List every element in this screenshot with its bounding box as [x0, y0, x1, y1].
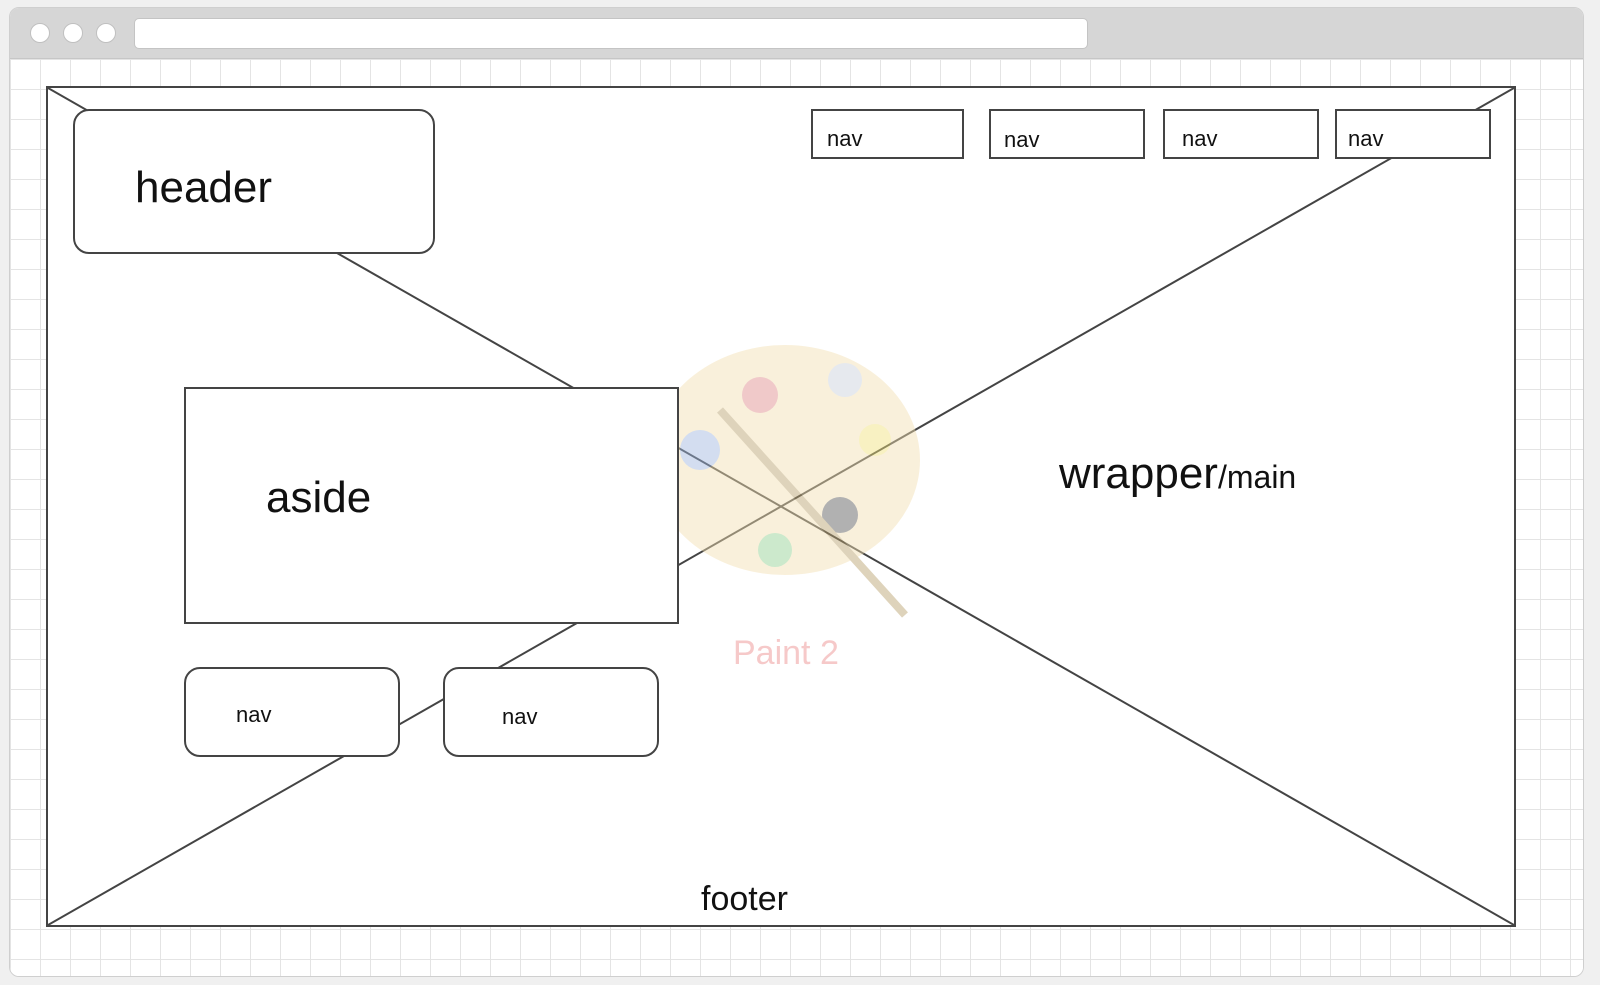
wrapper-main-label: wrapper/main	[1059, 449, 1296, 499]
close-dot[interactable]	[30, 23, 50, 43]
top-nav-2: nav	[989, 109, 1145, 159]
aside-label: aside	[266, 473, 372, 522]
palette-icon	[640, 330, 940, 630]
top-nav-3: nav	[1163, 109, 1319, 159]
title-bar	[10, 8, 1583, 59]
main-label: /main	[1217, 459, 1297, 495]
header-box: header	[73, 109, 435, 254]
side-nav-1-label: nav	[236, 702, 272, 727]
minimize-dot[interactable]	[63, 23, 83, 43]
top-nav-3-label: nav	[1182, 126, 1218, 151]
top-nav-2-label: nav	[1004, 127, 1040, 152]
side-nav-2-label: nav	[502, 704, 538, 729]
zoom-dot[interactable]	[96, 23, 116, 43]
footer-label: footer	[701, 880, 788, 918]
watermark-app-name: Paint 2	[733, 634, 839, 672]
side-nav-2: nav	[443, 667, 659, 757]
top-nav-4-label: nav	[1348, 126, 1384, 151]
top-nav-1-label: nav	[827, 126, 863, 151]
address-bar[interactable]	[134, 18, 1088, 49]
aside-box: aside	[184, 387, 679, 624]
top-nav-1: nav	[811, 109, 964, 159]
wrapper-label: wrapper	[1059, 449, 1218, 498]
top-nav-4: nav	[1335, 109, 1491, 159]
side-nav-1: nav	[184, 667, 400, 757]
header-label: header	[135, 163, 273, 212]
